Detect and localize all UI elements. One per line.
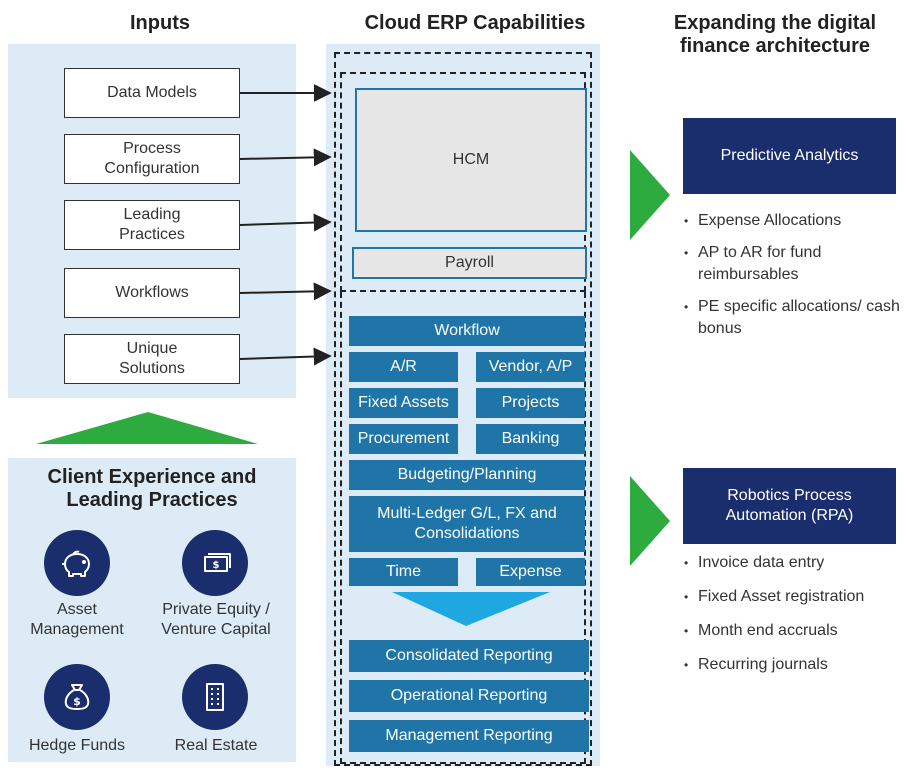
green-right-arrow-predictive (630, 150, 670, 240)
piggy-bank-icon (44, 530, 110, 596)
predictive-bullet: AP to AR for fund reimbursables (684, 242, 902, 286)
arrow-unique-solutions (239, 347, 332, 366)
report-operational: Operational Reporting (349, 680, 589, 712)
input-process-configuration: Process Configuration (64, 134, 240, 184)
module-ar: A/R (349, 352, 458, 382)
money-bag-icon: $ (44, 664, 110, 730)
module-ap: Vendor, A/P (476, 352, 585, 382)
rpa-bullet: Invoice data entry (684, 552, 902, 574)
input-workflows: Workflows (64, 268, 240, 318)
predictive-bullet: PE specific allocations/ cash bonus (684, 296, 902, 340)
building-icon (182, 664, 248, 730)
arrow-workflows (239, 282, 332, 301)
arrow-process-configuration (239, 148, 332, 167)
capabilities-heading: Cloud ERP Capabilities (364, 12, 586, 34)
predictive-bullet: Expense Allocations (684, 210, 902, 232)
blue-down-arrow (392, 592, 550, 626)
input-unique-solutions: Unique Solutions (64, 334, 240, 384)
rpa-bullet: Recurring journals (684, 654, 902, 676)
module-procurement: Procurement (349, 424, 458, 454)
segment-real-estate: Real Estate (174, 737, 258, 754)
module-projects: Projects (476, 388, 585, 418)
segment-hedge-funds: Hedge Funds (28, 737, 126, 754)
expanding-heading: Expanding the digital finance architectu… (673, 12, 877, 57)
inputs-heading: Inputs (130, 12, 190, 34)
input-data-models: Data Models (64, 68, 240, 118)
rpa-bullets: Invoice data entry Fixed Asset registrat… (684, 552, 902, 676)
module-ledger: Multi-Ledger G/L, FX and Consolidations (349, 496, 585, 552)
report-consolidated: Consolidated Reporting (349, 640, 589, 672)
rpa-bullet: Fixed Asset registration (684, 586, 902, 608)
input-leading-practices: Leading Practices (64, 200, 240, 250)
svg-text:$: $ (73, 695, 81, 708)
cash-icon: $ (182, 530, 248, 596)
erp-outer-dashed-border (334, 52, 592, 766)
green-right-arrow-rpa (630, 476, 670, 566)
client-experience-title: Client Experience and Leading Practices (47, 466, 257, 511)
rpa-box: Robotics Process Automation (RPA) (683, 468, 896, 544)
module-budgeting: Budgeting/Planning (349, 460, 585, 490)
segment-private-equity: Private Equity / Venture Capital (161, 601, 271, 638)
rpa-bullet: Month end accruals (684, 620, 902, 642)
predictive-bullets: Expense Allocations AP to AR for fund re… (684, 210, 902, 340)
module-time: Time (349, 558, 458, 586)
predictive-analytics-box: Predictive Analytics (683, 118, 896, 194)
hcm-box: HCM (355, 88, 587, 232)
svg-text:$: $ (213, 560, 220, 571)
report-management: Management Reporting (349, 720, 589, 752)
arrow-leading-practices (239, 213, 332, 232)
module-workflow: Workflow (349, 316, 585, 346)
segment-asset-management: Asset Management (30, 601, 124, 638)
module-banking: Banking (476, 424, 585, 454)
payroll-box: Payroll (352, 247, 587, 279)
green-up-arrow (36, 412, 258, 444)
module-expense: Expense (476, 558, 585, 586)
module-fixed-assets: Fixed Assets (349, 388, 458, 418)
finance-dashed-border (340, 292, 586, 764)
